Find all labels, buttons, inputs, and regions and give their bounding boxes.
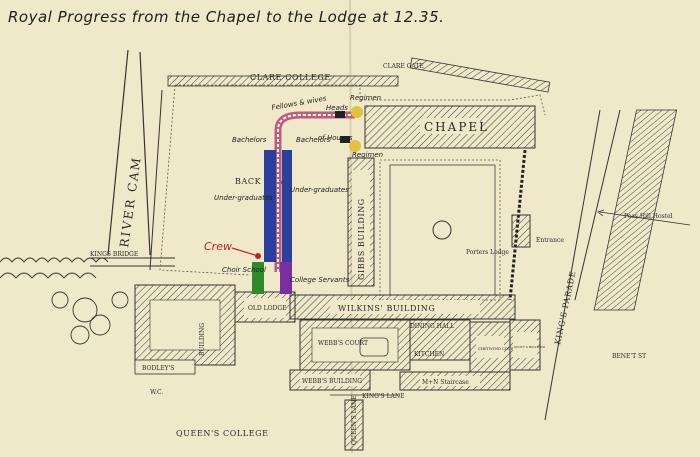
bodleys-building-label: BUILDING: [199, 323, 206, 356]
regimen-bottom-marker: [349, 140, 361, 152]
webbs-court-label: WEBB'S COURT: [318, 340, 368, 347]
dining-hall-label: DINING HALL: [410, 323, 454, 330]
porters-lodge-label: Porters Lodge: [466, 249, 509, 256]
queens-college-label: QUEEN'S COLLEGE: [176, 429, 269, 438]
crew-label: Crew: [204, 240, 232, 253]
river-cam-label: RIVER CAM: [117, 155, 144, 248]
college-servants-band: [280, 262, 292, 294]
regimen-top-label: Regimen: [350, 94, 381, 102]
wilkins-building: WILKINS' BUILDING: [289, 294, 516, 320]
river-cam: RIVER CAM: [107, 49, 163, 271]
heads-marker-2: [340, 136, 350, 143]
procession-route: [252, 106, 363, 294]
back-lawn-label: BACK LAWN: [235, 177, 293, 186]
gibbs-building: GIBBS BUILDING: [347, 157, 375, 287]
fellows-wives-label: Fellows & wives: [271, 94, 327, 112]
old-lodge-label: OLD LODGE: [248, 305, 287, 312]
scotts-building-label: SCOTT'S BUILDING: [514, 345, 546, 349]
choir-school-label: Choir School: [222, 266, 266, 274]
of-houses-label: of Houses: [318, 134, 353, 142]
bachelors-left-label: Bachelors: [232, 136, 267, 144]
kings-bridge: KINGS BRIDGE: [90, 251, 175, 267]
chapel: CHAPEL: [364, 105, 536, 149]
peas-hill-hostel-label: Peas Hill Hostel: [624, 213, 673, 220]
undergraduates-left-band: [264, 150, 276, 262]
kitchen-label: KITCHEN: [414, 351, 444, 358]
gibbs-building-label: GIBBS BUILDING: [357, 198, 366, 280]
choir-school-band: [252, 262, 264, 294]
kings-parade-label: KING'S PARADE: [553, 270, 577, 345]
wc-label: W.C.: [150, 389, 163, 396]
benet-st-label: BENE'T ST: [612, 353, 646, 360]
bodleys-building: BODLEY'S BUILDING W.C.: [134, 284, 236, 396]
mn-staircase-label: M+N Staircase: [422, 379, 469, 386]
heads-marker: [335, 111, 345, 118]
chetwynd-court: CHETWYND COURT: [469, 321, 517, 373]
great-court: [389, 164, 496, 296]
webbs-building: WEBB'S BUILDING: [289, 369, 371, 391]
undergraduates-right-label: Under-graduates: [290, 186, 349, 194]
mn-staircase: M+N Staircase: [399, 371, 511, 391]
chapel-label: CHAPEL: [424, 120, 489, 134]
undergraduates-right-band: [282, 150, 292, 262]
scotts-building: SCOTT'S BUILDING: [509, 319, 546, 371]
kings-lane: KING'S LANE QUEEN'S LANE: [330, 393, 405, 451]
clare-gate-label: CLARE GATE: [383, 63, 424, 70]
regimen-top-marker: [351, 106, 363, 118]
crew-marker: [255, 253, 261, 259]
webbs-court: WEBB'S COURT: [299, 319, 411, 371]
old-lodge: OLD LODGE: [234, 291, 296, 323]
screen-railing: Porters Lodge Entrance: [466, 149, 564, 301]
kings-lane-label: KING'S LANE: [362, 393, 405, 400]
map-title: Royal Progress from the Chapel to the Lo…: [8, 8, 444, 26]
undergraduates-left-label: Under-graduates: [214, 194, 273, 202]
entrance-label: Entrance: [536, 237, 564, 244]
queens-lane-label: QUEEN'S LANE: [351, 395, 358, 445]
dining-hall: DINING HALL KITCHEN: [409, 319, 471, 361]
crew-arrow: [231, 247, 256, 256]
clare-college: CLARE COLLEGE CLARE GATE: [167, 57, 551, 93]
heads-label: Heads: [326, 104, 348, 112]
clare-college-label: CLARE COLLEGE: [250, 73, 331, 82]
wilkins-building-label: WILKINS' BUILDING: [338, 304, 435, 313]
regimen-bottom-label: Regimen: [352, 151, 383, 159]
trees: [0, 257, 129, 345]
bodleys-label: BODLEY'S: [142, 365, 174, 372]
kings-parade: KING'S PARADE Peas Hill Hostel BENE'T ST: [544, 109, 691, 421]
webbs-building-label: WEBB'S BUILDING: [302, 378, 362, 385]
kings-bridge-label: KINGS BRIDGE: [90, 251, 138, 258]
chetwynd-court-label: CHETWYND COURT: [478, 347, 517, 351]
college-servants-label: College Servants: [290, 276, 350, 284]
bachelors-inner-label: Bachelors: [296, 136, 331, 144]
